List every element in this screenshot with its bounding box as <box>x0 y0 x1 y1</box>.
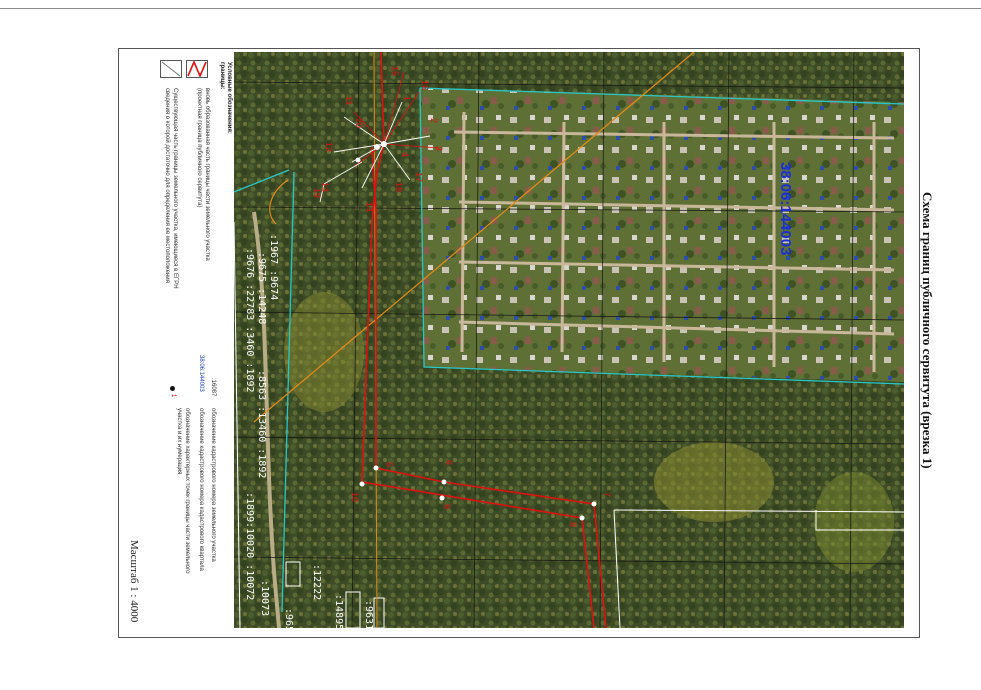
parcel-label: :12222 <box>311 564 322 601</box>
legend-code-point: 1 <box>170 394 176 398</box>
legend-desc: участка и их нумерация <box>176 408 182 475</box>
quarter-boundary <box>281 171 295 613</box>
legend-item-text: сведения о которой достаточно для опреде… <box>164 88 170 283</box>
power-line-curve <box>269 179 289 225</box>
top-rule <box>0 8 981 9</box>
quarter-boundary <box>419 87 904 385</box>
legend-subtitle: границы: <box>219 62 225 90</box>
quarter-boundary <box>419 87 904 105</box>
quarter-label: 38:06:144003 <box>777 162 794 256</box>
satellite-map: 38:06:144003 :1967 :9674 :9675 :14248 :9… <box>234 52 904 628</box>
white-leader-lines <box>319 101 431 203</box>
boundary-point <box>381 141 387 147</box>
parcel-label: :9675 :14248 <box>256 252 267 325</box>
quarter-boundary <box>234 169 290 193</box>
parcel-label: :10020 :10072 <box>244 522 255 601</box>
point-number: 18 <box>394 182 404 193</box>
boundary-point <box>579 515 585 521</box>
scale-label: Масштаб 1 : 4000 <box>128 540 140 623</box>
legend-swatch-existing <box>160 60 182 78</box>
point-number: 10 <box>350 492 360 503</box>
legend-code-quarter: 38:06:144003 <box>198 355 204 392</box>
parcel-label: :9676 :22783 :3460 :1892 <box>244 248 255 393</box>
dirt-road <box>252 211 281 628</box>
legend-item-text: (проектная граница публичного сервитута) <box>196 88 202 208</box>
point-number: 5 <box>384 462 394 468</box>
parcel-label: :8563 :13460 :1892 <box>256 370 267 479</box>
legend-desc: обозначение кадастрового номера кадастро… <box>198 408 204 571</box>
legend-swatch-servitude <box>186 59 208 79</box>
parcel-label: :965 <box>283 608 294 628</box>
parcel-label: :9631 <box>363 600 374 628</box>
point-number: 2 <box>429 118 439 124</box>
point-number: 9 <box>442 504 452 510</box>
page-title: Схема границ публичного сервитута (врезк… <box>920 192 935 469</box>
parcel-label: :1967 :9674 <box>268 234 279 301</box>
village-roads <box>453 111 895 372</box>
point-marker-icon <box>170 386 175 391</box>
village-area <box>420 88 904 382</box>
point-number: 3 <box>434 146 444 152</box>
legend-item-text: Существующая часть границы земельного уч… <box>172 88 178 289</box>
point-number: 7 <box>602 492 612 498</box>
autumn-patch <box>654 442 774 522</box>
point-number: 14 <box>364 202 374 213</box>
parcel-label: :10073 <box>259 580 270 617</box>
existing-boundary-icon <box>161 61 181 77</box>
autumn-patch <box>284 292 364 412</box>
point-number: 17 <box>414 172 424 183</box>
point-number: 1 <box>402 96 412 102</box>
point-number: 19 <box>312 188 322 199</box>
point-number: 6 <box>444 460 454 466</box>
boundary-point <box>355 157 361 163</box>
existing-parcel-boundaries <box>234 221 904 628</box>
point-number: 15 <box>390 66 400 77</box>
boundary-point <box>374 144 380 150</box>
point-number: 4 <box>400 152 410 158</box>
map-canvas <box>234 52 904 628</box>
boundary-point <box>373 465 379 471</box>
parcel-label: :14895 <box>333 594 344 628</box>
point-number: 12 <box>324 142 334 153</box>
legend-title: Условные обозначения: <box>226 62 232 134</box>
boundary-point <box>441 479 447 485</box>
boundary-points <box>355 141 597 521</box>
parcel-label: :1899 <box>244 492 255 523</box>
power-line <box>253 52 695 423</box>
legend-code-parcel: :16087 <box>210 378 216 397</box>
boundary-point <box>359 481 365 487</box>
point-number: 8 <box>568 522 578 528</box>
legend-desc: обозначение характерных точек границы ча… <box>184 408 190 574</box>
grid-lines <box>234 52 904 628</box>
point-number: 20 <box>354 118 364 129</box>
servitude-line-icon <box>187 59 207 79</box>
autumn-patch <box>814 472 894 572</box>
point-number: 11 <box>344 96 354 106</box>
legend-desc: обозначение кадастрового номера земельно… <box>210 408 216 562</box>
legend-item-text: вновь образованная часть границы части з… <box>204 88 210 261</box>
boundary-point <box>591 501 597 507</box>
point-number: 16 <box>420 80 430 91</box>
boundary-point <box>439 495 445 501</box>
